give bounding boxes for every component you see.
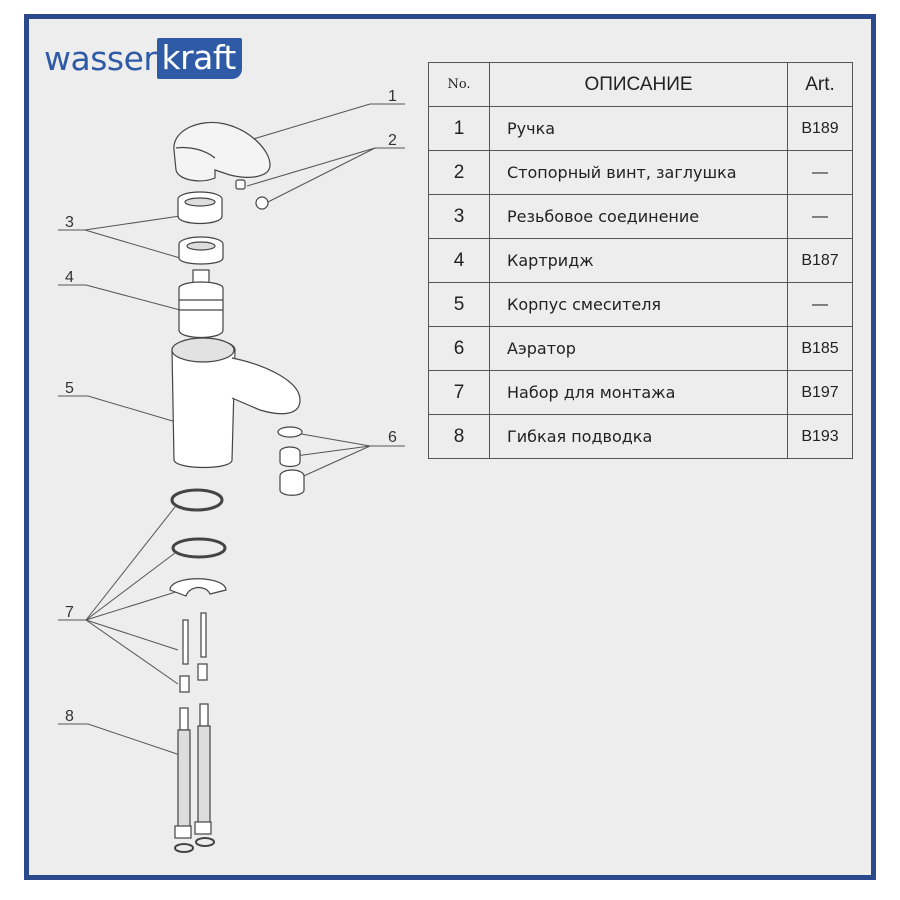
row-art: B185 (787, 326, 853, 371)
header-description: ОПИСАНИЕ (489, 62, 788, 107)
row-description: Картридж (489, 238, 788, 283)
table-row: 1 Ручка B189 (428, 106, 853, 151)
aerator-part (277, 426, 305, 496)
row-art: B197 (787, 370, 853, 415)
table-row: 2 Стопорный винт, заглушка — (428, 150, 853, 195)
row-description: Резьбовое соединение (489, 194, 788, 239)
callout-label: 6 (388, 429, 397, 446)
callout-label: 4 (65, 269, 74, 286)
row-no: 7 (428, 370, 490, 415)
parts-table: No. ОПИСАНИЕ Art. 1 Ручка B189 2 Стопорн… (428, 62, 853, 459)
row-no: 4 (428, 238, 490, 283)
flexible-hose-part (174, 703, 215, 853)
header-no: No. (428, 62, 490, 107)
callout-label: 1 (388, 88, 397, 105)
threaded-connector-part (177, 191, 224, 265)
brand-name-light: wasser (44, 38, 157, 78)
row-art: — (787, 150, 853, 195)
row-no: 2 (428, 150, 490, 195)
row-description: Стопорный винт, заглушка (489, 150, 788, 195)
callout-label: 8 (65, 708, 74, 725)
header-art: Art. (787, 62, 853, 107)
brand-name-bold: kraft (157, 37, 242, 79)
row-description: Ручка (489, 106, 788, 151)
row-art: B193 (787, 414, 853, 459)
row-description: Аэратор (489, 326, 788, 371)
row-description: Гибкая подводка (489, 414, 788, 459)
row-no: 3 (428, 194, 490, 239)
row-description: Набор для монтажа (489, 370, 788, 415)
callout-label: 2 (388, 132, 397, 149)
mounting-kit-part (169, 488, 227, 693)
handle-part (173, 121, 271, 182)
callout-label: 5 (65, 380, 74, 397)
row-no: 8 (428, 414, 490, 459)
mixer-body-part (171, 337, 301, 469)
row-art: — (787, 282, 853, 327)
table-row: 6 Аэратор B185 (428, 326, 853, 371)
parts-drawings (169, 121, 305, 853)
row-description: Корпус смесителя (489, 282, 788, 327)
table-row: 7 Набор для монтажа B197 (428, 370, 853, 415)
row-no: 5 (428, 282, 490, 327)
table-row: 5 Корпус смесителя — (428, 282, 853, 327)
callout-label: 7 (65, 604, 74, 621)
row-no: 6 (428, 326, 490, 371)
table-row: 8 Гибкая подводка B193 (428, 414, 853, 459)
row-art: — (787, 194, 853, 239)
row-art: B187 (787, 238, 853, 283)
table-row: 3 Резьбовое соединение — (428, 194, 853, 239)
callout-label: 3 (65, 214, 74, 231)
table-row: 4 Картридж B187 (428, 238, 853, 283)
cartridge-part (178, 269, 224, 339)
screw-and-plug-part (235, 179, 269, 210)
callout-labels: 1 2 3 4 5 6 7 8 (65, 88, 397, 725)
table-header-row: No. ОПИСАНИЕ Art. (428, 62, 853, 107)
row-no: 1 (428, 106, 490, 151)
row-art: B189 (787, 106, 853, 151)
callout-leader-lines (58, 103, 405, 756)
